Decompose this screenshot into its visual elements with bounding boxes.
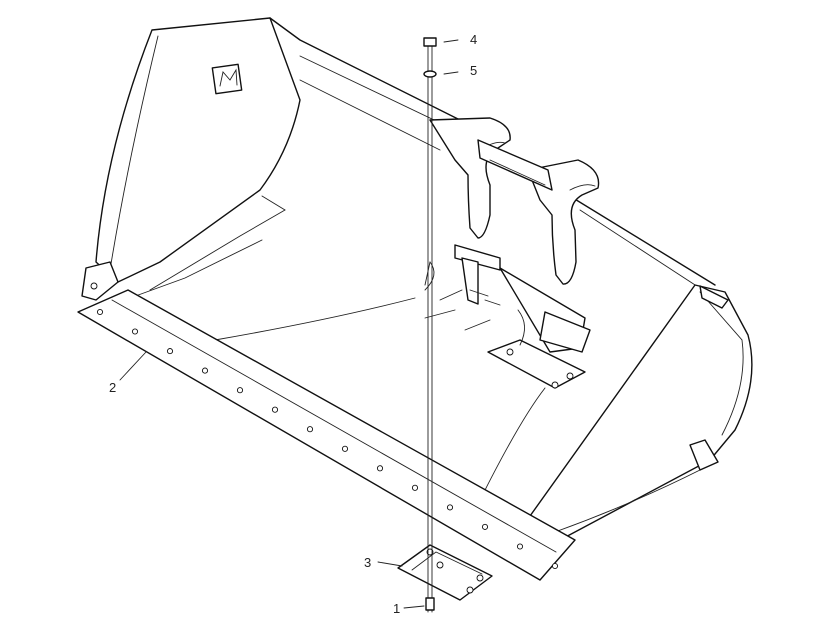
callout-labels: 4 5 2 3 1 (109, 32, 477, 616)
edge-bolt-hole (376, 465, 384, 472)
callout-1: 1 (393, 601, 400, 616)
callout-4: 4 (470, 32, 477, 47)
edge-bolt-hole (411, 484, 419, 491)
callout-3: 3 (364, 555, 371, 570)
edge-bolt-hole (446, 504, 454, 511)
edge-bolt-hole (96, 308, 104, 316)
washer (423, 70, 437, 78)
bucket-floor (129, 239, 701, 533)
bolt (425, 597, 435, 611)
hitch-crossbar (477, 139, 553, 191)
edge-bolt-hole (201, 367, 209, 374)
edge-bolt-hole (166, 348, 174, 355)
edge-bolt-hole (551, 562, 559, 570)
wear-plate (397, 544, 493, 601)
edge-bolt-hole (341, 445, 349, 452)
edge-bolt-hole (236, 387, 244, 394)
edge-bolt-hole (481, 523, 489, 530)
callout-2: 2 (109, 380, 116, 395)
nut (423, 37, 437, 47)
right-logo-icon (699, 285, 729, 309)
leader-lines (119, 39, 459, 609)
right-side-plate (519, 284, 753, 541)
edge-bolt-hole (131, 328, 139, 335)
left-side-plate (81, 17, 301, 301)
center-bracket (424, 244, 591, 389)
edge-bolt-hole (271, 406, 279, 413)
bolt-axis (427, 41, 433, 613)
callout-5: 5 (470, 63, 477, 78)
cutting-edge (77, 289, 576, 581)
edge-bolt-hole (306, 426, 314, 433)
hitch-hook-right (527, 159, 600, 285)
hitch-hook-left (429, 117, 511, 239)
manufacturer-logo-icon (211, 63, 243, 95)
edge-bolt-hole (516, 543, 524, 550)
